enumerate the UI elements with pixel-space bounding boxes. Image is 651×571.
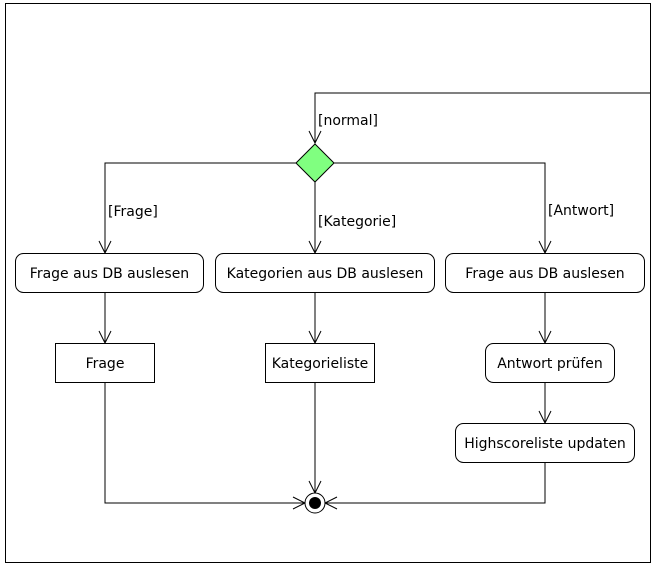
action-antwort-pruefen bbox=[485, 343, 615, 383]
object-kategorieliste-label: Kategorieliste bbox=[272, 356, 369, 372]
action-kategorien-aus-db-label: Kategorien aus DB auslesen bbox=[227, 266, 424, 282]
guard-antwort: [Antwort] bbox=[548, 203, 614, 219]
arrowhead-loop bbox=[308, 130, 322, 145]
action-frage-aus-db-left bbox=[15, 253, 204, 293]
flow-loop-back bbox=[314, 92, 651, 143]
guard-normal: [normal] bbox=[318, 113, 378, 129]
action-frage-aus-db-right-label: Frage aus DB auslesen bbox=[465, 266, 624, 282]
final-node-dot bbox=[309, 497, 321, 509]
object-kategorieliste bbox=[265, 343, 375, 383]
flow-branch-frage bbox=[104, 162, 296, 253]
flow-branch-antwort bbox=[334, 162, 546, 253]
action-highscoreliste-updaten-label: Highscoreliste updaten bbox=[464, 436, 626, 452]
flow-highscore-to-final bbox=[325, 462, 546, 504]
guard-kategorie: [Kategorie] bbox=[318, 214, 396, 230]
object-frage-label: Frage bbox=[86, 356, 125, 372]
flow-frage-to-final bbox=[104, 382, 305, 504]
action-kategorien-aus-db bbox=[215, 253, 435, 293]
action-antwort-pruefen-label: Antwort prüfen bbox=[497, 356, 603, 372]
action-frage-aus-db-left-label: Frage aus DB auslesen bbox=[30, 266, 189, 282]
guard-frage: [Frage] bbox=[108, 204, 158, 220]
